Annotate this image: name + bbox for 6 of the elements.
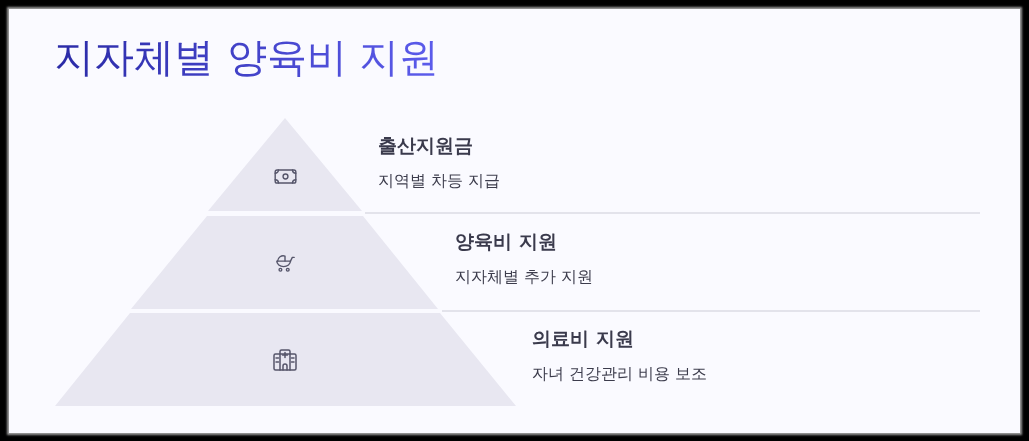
tier-description: 자녀 건강관리 비용 보조 xyxy=(532,365,707,383)
tier-description: 지자체별 추가 지원 xyxy=(455,268,593,286)
tier-heading: 의료비 지원 xyxy=(532,327,634,349)
tier-heading: 출산지원금 xyxy=(378,134,473,156)
tier-heading: 양육비 지원 xyxy=(455,230,557,252)
tier-description: 지역별 차등 지급 xyxy=(378,172,500,190)
